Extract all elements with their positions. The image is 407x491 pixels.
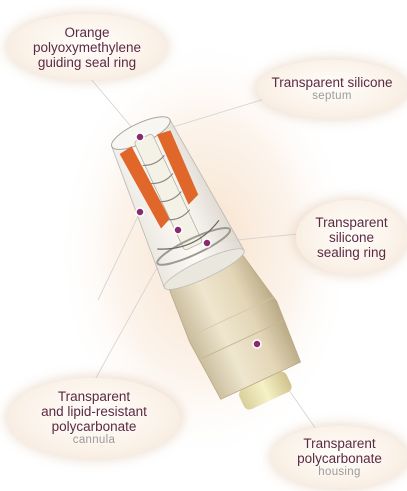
marker-ring xyxy=(136,133,144,141)
callout-name: Transparent polycarbonate xyxy=(297,436,382,466)
marker-ring-lower xyxy=(136,208,144,216)
callout-part: septum xyxy=(312,90,352,103)
marker-seal xyxy=(203,239,211,247)
callout-part: cannula xyxy=(73,434,115,447)
callout-cannula: Transparent and lipid-resistant polycarb… xyxy=(8,378,180,458)
callout-name: Transparent silicone xyxy=(271,75,392,90)
callout-housing: Transparent polycarbonate housing xyxy=(272,426,407,488)
callout-name: Transparent silicone sealing ring xyxy=(315,215,387,260)
callout-part: housing xyxy=(318,466,360,479)
marker-cannula xyxy=(174,226,182,234)
callout-name: Transparent and lipid-resistant polycarb… xyxy=(41,389,147,434)
callout-septum: Transparent silicone septum xyxy=(257,60,407,118)
callout-guiding-seal-ring: Orange polyoxymethylene guiding seal rin… xyxy=(8,14,166,80)
marker-housing xyxy=(253,340,261,348)
callout-name: Orange polyoxymethylene guiding seal rin… xyxy=(33,25,141,70)
callout-sealing-ring: Transparent silicone sealing ring xyxy=(296,200,407,274)
